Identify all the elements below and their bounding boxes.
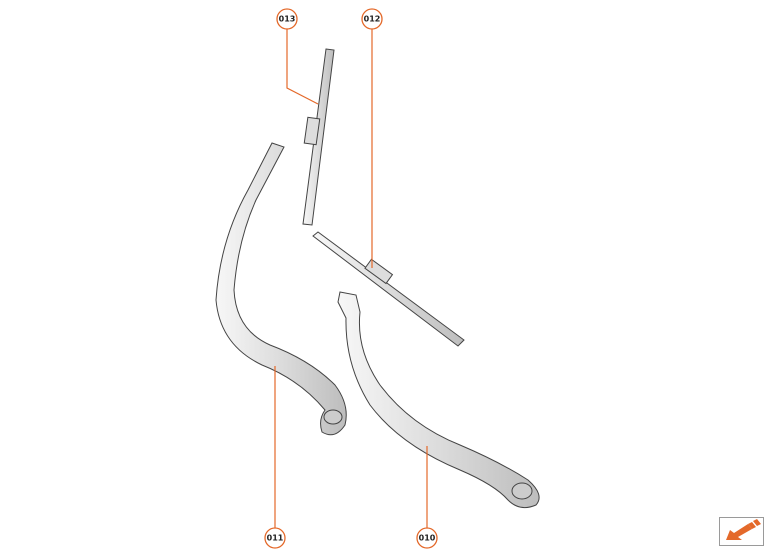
svg-text:010: 010 (419, 534, 436, 543)
arrow-back-icon (726, 519, 761, 540)
callout-012[interactable]: 012 (361, 8, 383, 30)
wiper-arm-010[interactable] (337, 291, 540, 509)
back-navigation-button[interactable] (719, 517, 764, 546)
callout-013[interactable]: 013 (276, 8, 298, 30)
svg-text:011: 011 (267, 534, 284, 543)
wiper-arm-011[interactable] (215, 142, 347, 436)
svg-text:013: 013 (279, 15, 296, 24)
callout-010[interactable]: 010 (416, 527, 438, 549)
callout-011[interactable]: 011 (264, 527, 286, 549)
svg-text:012: 012 (364, 15, 381, 24)
wiper-blade-013[interactable] (302, 48, 335, 226)
leader-line-013 (286, 29, 319, 105)
wiper-blade-012[interactable] (312, 231, 465, 347)
